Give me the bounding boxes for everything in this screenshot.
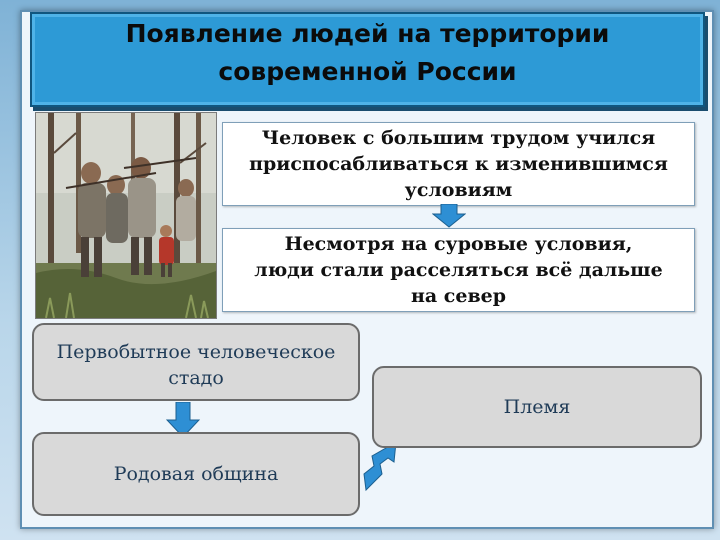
arrow-down-icon [432,204,466,228]
stage-primitive-herd-label: Первобытное человеческое стадо [56,341,336,389]
fact-box-adaptation: Человек с большим трудом учился приспоса… [222,122,695,206]
stage-clan-community-label: Родовая община [113,463,279,485]
stage-primitive-herd: Первобытное человеческое стадо [32,323,360,401]
fact-box-settlement: Несмотря на суровые условия, люди стали … [222,228,695,312]
arrow-down-icon [166,402,200,438]
title-banner: Появление людей на территории современно… [30,12,705,107]
arrow-up-right-icon [363,441,397,492]
slide-title: Появление людей на территории современно… [125,18,610,86]
primitive-people-painting [35,112,217,319]
stage-clan-community: Родовая община [32,432,360,516]
stage-tribe: Племя [372,366,702,448]
stage-tribe-label: Племя [503,396,571,418]
painting-icon [36,113,216,318]
